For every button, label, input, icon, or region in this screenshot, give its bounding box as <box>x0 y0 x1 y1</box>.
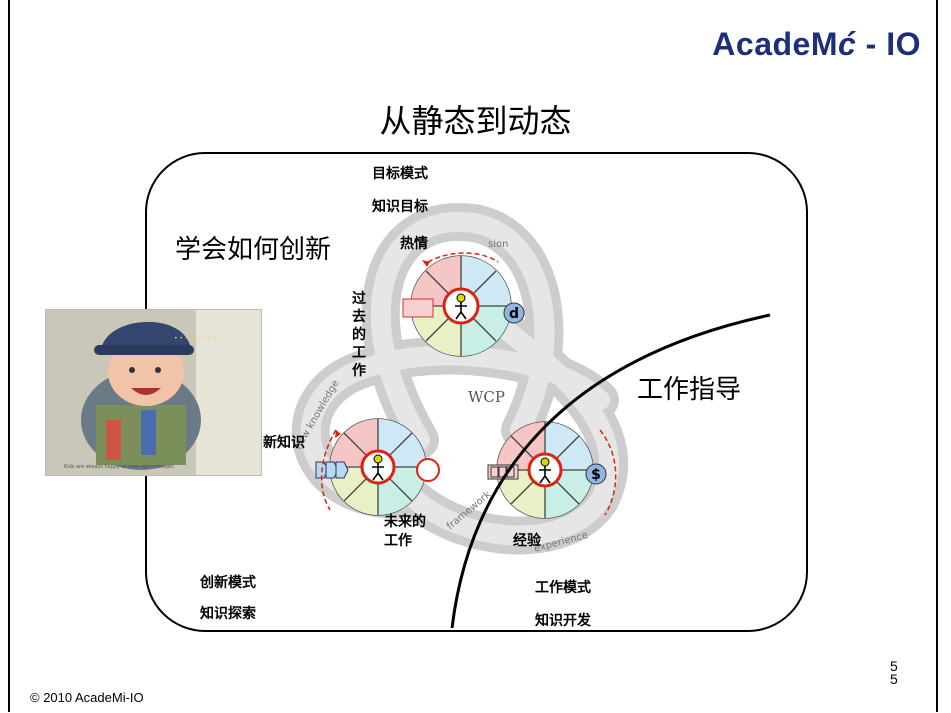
baby-photo: • • • • • • • • Kids are always happy at… <box>45 309 262 476</box>
label-knowledge-explore: 知识探索 <box>200 606 256 622</box>
label-past-work: 过去的工作 <box>352 291 366 379</box>
wheel-top <box>410 255 512 357</box>
label-experience: 经验 <box>513 533 541 549</box>
copyright: © 2010 AcadeMi-IO <box>30 690 144 705</box>
wheel-right <box>496 421 594 519</box>
slide-frame <box>8 0 938 712</box>
slide-title: 从静态到动态 <box>379 102 572 140</box>
label-innovation-mode: 创新模式 <box>200 575 256 591</box>
label-knowledge-develop: 知识开发 <box>535 613 591 629</box>
d-icon: d <box>509 306 519 322</box>
label-work-mode: 工作模式 <box>535 580 591 596</box>
label-future-work-2: 工作 <box>384 533 412 549</box>
label-future-work-1: 未来的 <box>384 514 426 530</box>
label-goal-mode: 目标模式 <box>372 166 428 182</box>
work-guide-arc <box>450 313 771 629</box>
brand-logo: AcadeMć - IO <box>712 26 921 62</box>
wcp-label: WCP <box>468 388 505 406</box>
label-learn-innovate: 学会如何创新 <box>175 235 332 265</box>
dollar-icon: $ <box>591 467 601 483</box>
label-work-guide: 工作指导 <box>637 375 742 405</box>
page-number: 5 5 <box>890 658 898 687</box>
svg-text:sion: sion <box>488 239 508 250</box>
photo-caption: Kids are always happy at new age concept… <box>64 464 174 470</box>
label-new-knowledge: 新知识 <box>263 435 305 451</box>
label-knowledge-goal: 知识目标 <box>372 199 428 215</box>
label-passion: 热情 <box>400 236 428 252</box>
svg-text:• • • • • • • •: • • • • • • • • <box>174 335 216 342</box>
